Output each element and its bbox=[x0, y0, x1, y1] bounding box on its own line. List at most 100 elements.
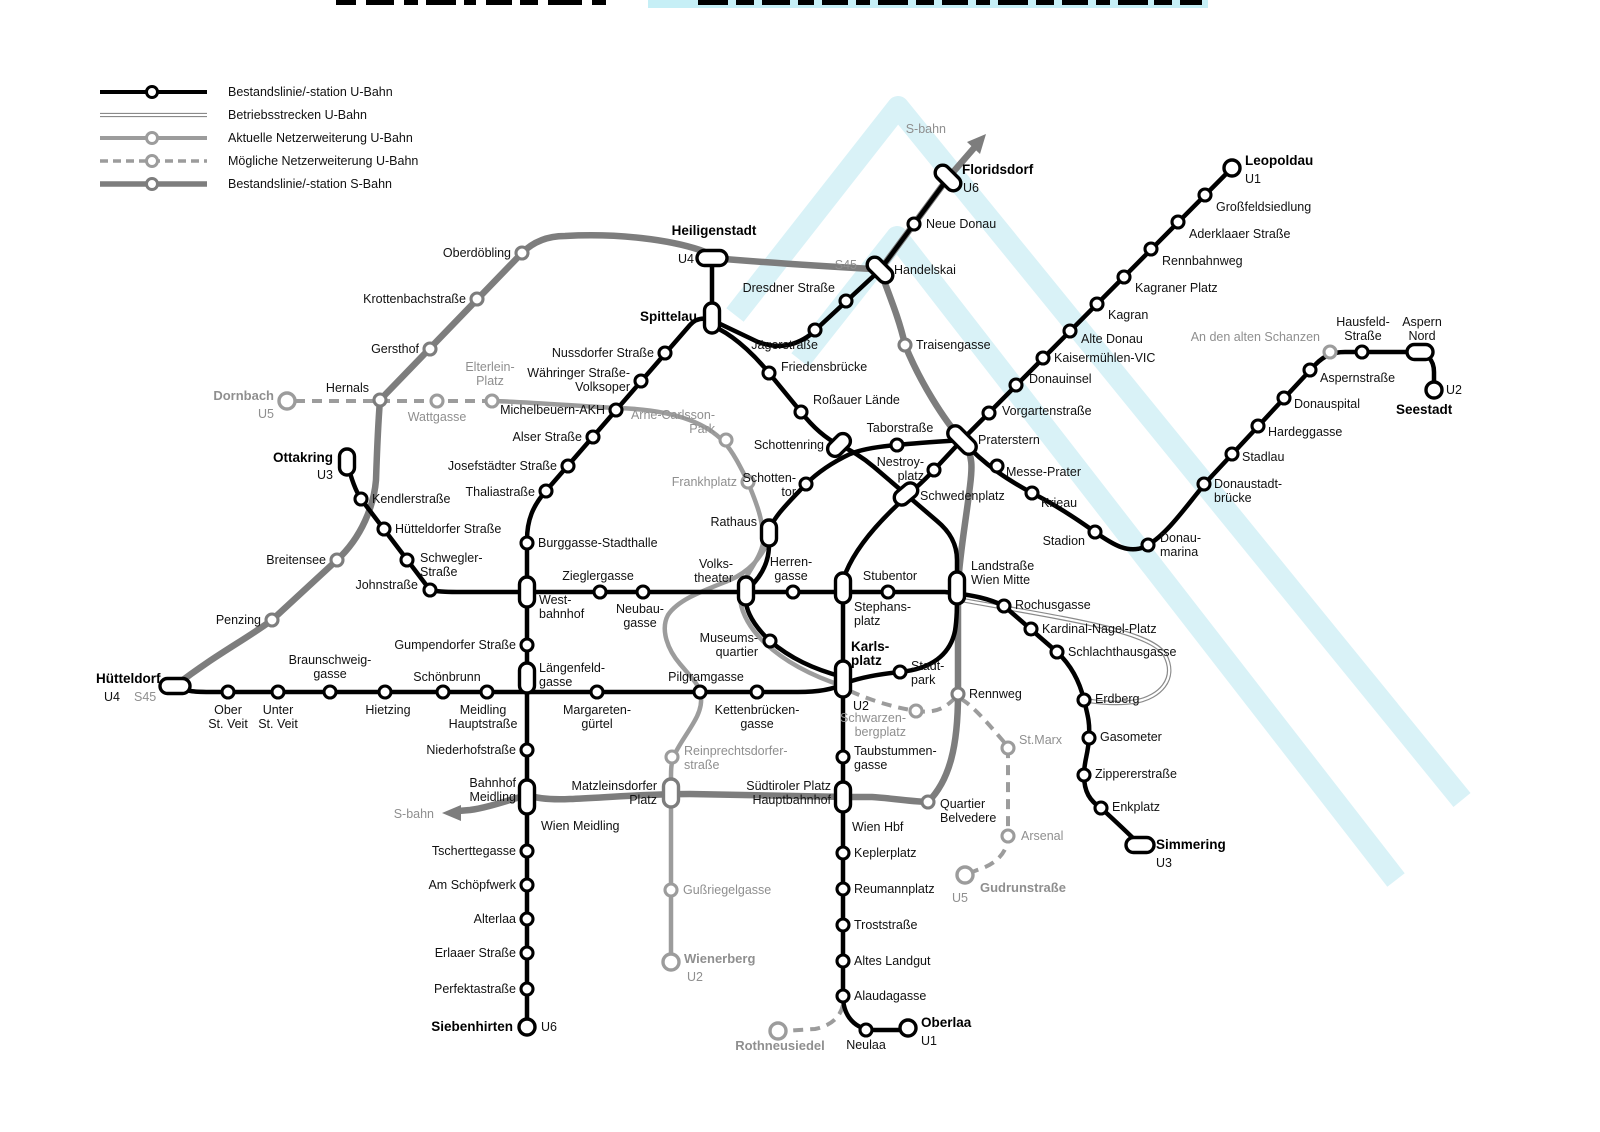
station-label-rathaus: Rathaus bbox=[710, 515, 757, 529]
station-label-nussdorfer-stra-e: Nussdorfer Straße bbox=[552, 346, 654, 360]
station-label-enkplatz: Enkplatz bbox=[1112, 800, 1160, 814]
station-messe-prater bbox=[989, 458, 1005, 474]
station-label-neue-donau: Neue Donau bbox=[926, 217, 996, 231]
legend-label: Bestandslinie/-station U-Bahn bbox=[228, 85, 393, 99]
station-label-troststra-e: Troststraße bbox=[854, 918, 917, 932]
station-label-krottenbachstra-e: Krottenbachstraße bbox=[363, 292, 466, 306]
station-oberd-bling bbox=[514, 245, 530, 261]
station-label-alterlaa: Alterlaa bbox=[474, 912, 516, 926]
station-alterlaa bbox=[519, 911, 535, 927]
station-label-rochusgasse: Rochusgasse bbox=[1015, 598, 1091, 612]
station-heiligenstadt bbox=[695, 248, 729, 268]
station-karlsplatz bbox=[833, 659, 853, 699]
station-gudrunstra-e bbox=[955, 865, 975, 885]
tag-u6-10: U6 bbox=[541, 1020, 557, 1034]
station-label-schwarzenbergplatz: Schwarzen-bergplatz bbox=[840, 711, 906, 739]
station-label-volkstheater: Volks-theater bbox=[694, 557, 733, 585]
station-elterleinplatz bbox=[484, 393, 500, 409]
tag-u2-14: U2 bbox=[687, 970, 703, 984]
station-kettenbr-ckengasse bbox=[749, 684, 765, 700]
station-alser-stra-e bbox=[585, 429, 601, 445]
tag-u3-13: U3 bbox=[1156, 856, 1172, 870]
station-label-gro-feldsiedlung: Großfeldsiedlung bbox=[1216, 200, 1311, 214]
station-label-taborstra-e: Taborstraße bbox=[867, 421, 934, 435]
station-ober-st-veit bbox=[220, 684, 236, 700]
station-st-marx bbox=[1000, 740, 1016, 756]
station-label-westbahnhof: West-bahnhof bbox=[539, 593, 585, 621]
station-label-seestadt: Seestadt bbox=[1396, 402, 1453, 417]
station-praterstern bbox=[946, 424, 978, 456]
station-keplerplatz bbox=[835, 845, 851, 861]
station-label-erdberg: Erdberg bbox=[1095, 692, 1140, 706]
station-label-w-hringer-stra-e-volksoper: Währinger Straße-Volksoper bbox=[527, 366, 630, 394]
station-niederhofstra-e bbox=[519, 742, 535, 758]
station-label-johnstra-e: Johnstraße bbox=[355, 578, 418, 592]
station-alaudagasse bbox=[835, 988, 851, 1004]
station-dornbach bbox=[277, 391, 297, 411]
station-l-ngenfeldgasse bbox=[517, 661, 537, 695]
station-label-rennbahnweg: Rennbahnweg bbox=[1162, 254, 1243, 268]
station-pilgramgasse bbox=[692, 684, 708, 700]
station-label-pilgramgasse: Pilgramgasse bbox=[668, 670, 744, 684]
station-rochusgasse bbox=[996, 598, 1012, 614]
station-label-aspernstra-e: Aspernstraße bbox=[1320, 371, 1395, 385]
station-stephansplatz bbox=[833, 571, 853, 605]
station-w-hringer-stra-e-volksoper bbox=[633, 373, 649, 389]
station-label-l-ngenfeldgasse: Längenfeld-gasse bbox=[539, 661, 605, 689]
station-westbahnhof bbox=[517, 575, 537, 609]
station-donaustadtbr-cke bbox=[1196, 476, 1212, 492]
station-vorgartenstra-e bbox=[981, 405, 997, 421]
station-enkplatz bbox=[1093, 800, 1109, 816]
station-label-leopoldau: Leopoldau bbox=[1245, 153, 1313, 168]
station-aderklaaer-stra-e bbox=[1170, 214, 1186, 230]
station-label-penzing: Penzing bbox=[216, 613, 261, 627]
station-label-an-den-alten-schanzen: An den alten Schanzen bbox=[1191, 330, 1320, 344]
station-margareteng-rtel bbox=[589, 684, 605, 700]
tag-s-bahn-2: S-bahn bbox=[906, 122, 946, 136]
station-nussdorfer-stra-e bbox=[657, 345, 673, 361]
legend-item-sbahn: Bestandslinie/-station S-Bahn bbox=[100, 177, 392, 191]
station-label-neubaugasse: Neubau-gasse bbox=[616, 602, 664, 630]
station-label-rothneusiedel: Rothneusiedel bbox=[735, 1038, 825, 1053]
station-label-braunschweiggasse: Braunschweig-gasse bbox=[289, 653, 372, 681]
station-label-perfektastra-e: Perfektastraße bbox=[434, 982, 516, 996]
station-label-stadion: Stadion bbox=[1043, 534, 1085, 548]
station-burggasse-stadthalle bbox=[519, 535, 535, 551]
station-gro-feldsiedlung bbox=[1197, 187, 1213, 203]
station-label-heiligenstadt: Heiligenstadt bbox=[672, 223, 757, 238]
station-label-messe-prater: Messe-Prater bbox=[1006, 465, 1081, 479]
sbahn-arrow-north bbox=[967, 134, 986, 154]
station-label-donauinsel: Donauinsel bbox=[1029, 372, 1092, 386]
station-alte-donau bbox=[1062, 323, 1078, 339]
station-label-gu-riegelgasse: Gußriegelgasse bbox=[683, 883, 771, 897]
station-label-frankhplatz: Frankhplatz bbox=[672, 475, 737, 489]
station-friedensbr-cke bbox=[761, 365, 777, 381]
station-siebenhirten bbox=[517, 1017, 537, 1037]
station-label-burggasse-stadthalle: Burggasse-Stadthalle bbox=[538, 536, 658, 550]
water-band-1 bbox=[726, 96, 1471, 807]
station-label-kendlerstra-e: Kendlerstraße bbox=[372, 492, 451, 506]
legend-station-icon bbox=[145, 177, 159, 191]
station-kardinal-nagel-platz bbox=[1023, 621, 1039, 637]
station-label-elterleinplatz: Elterlein-Platz bbox=[465, 360, 514, 388]
station-neulaa bbox=[858, 1022, 874, 1038]
station-matzleinsdorfer-platz bbox=[661, 777, 681, 809]
station-label-donauspital: Donauspital bbox=[1294, 397, 1360, 411]
station-ottakring bbox=[337, 447, 357, 477]
station-arsenal bbox=[1000, 828, 1016, 844]
station-sch-nbrunn bbox=[435, 684, 451, 700]
tag-s-bahn-18: S-bahn bbox=[394, 807, 434, 821]
station-label-stubentor: Stubentor bbox=[863, 569, 917, 583]
tag-u1-4: U1 bbox=[1245, 172, 1261, 186]
station-label-kettenbr-ckengasse: Kettenbrücken-gasse bbox=[715, 703, 800, 731]
station-stubentor bbox=[880, 584, 896, 600]
station-hietzing bbox=[377, 684, 393, 700]
legend-station-icon bbox=[145, 131, 159, 145]
station-rennbahnweg bbox=[1143, 241, 1159, 257]
station-neubaugasse bbox=[635, 584, 651, 600]
